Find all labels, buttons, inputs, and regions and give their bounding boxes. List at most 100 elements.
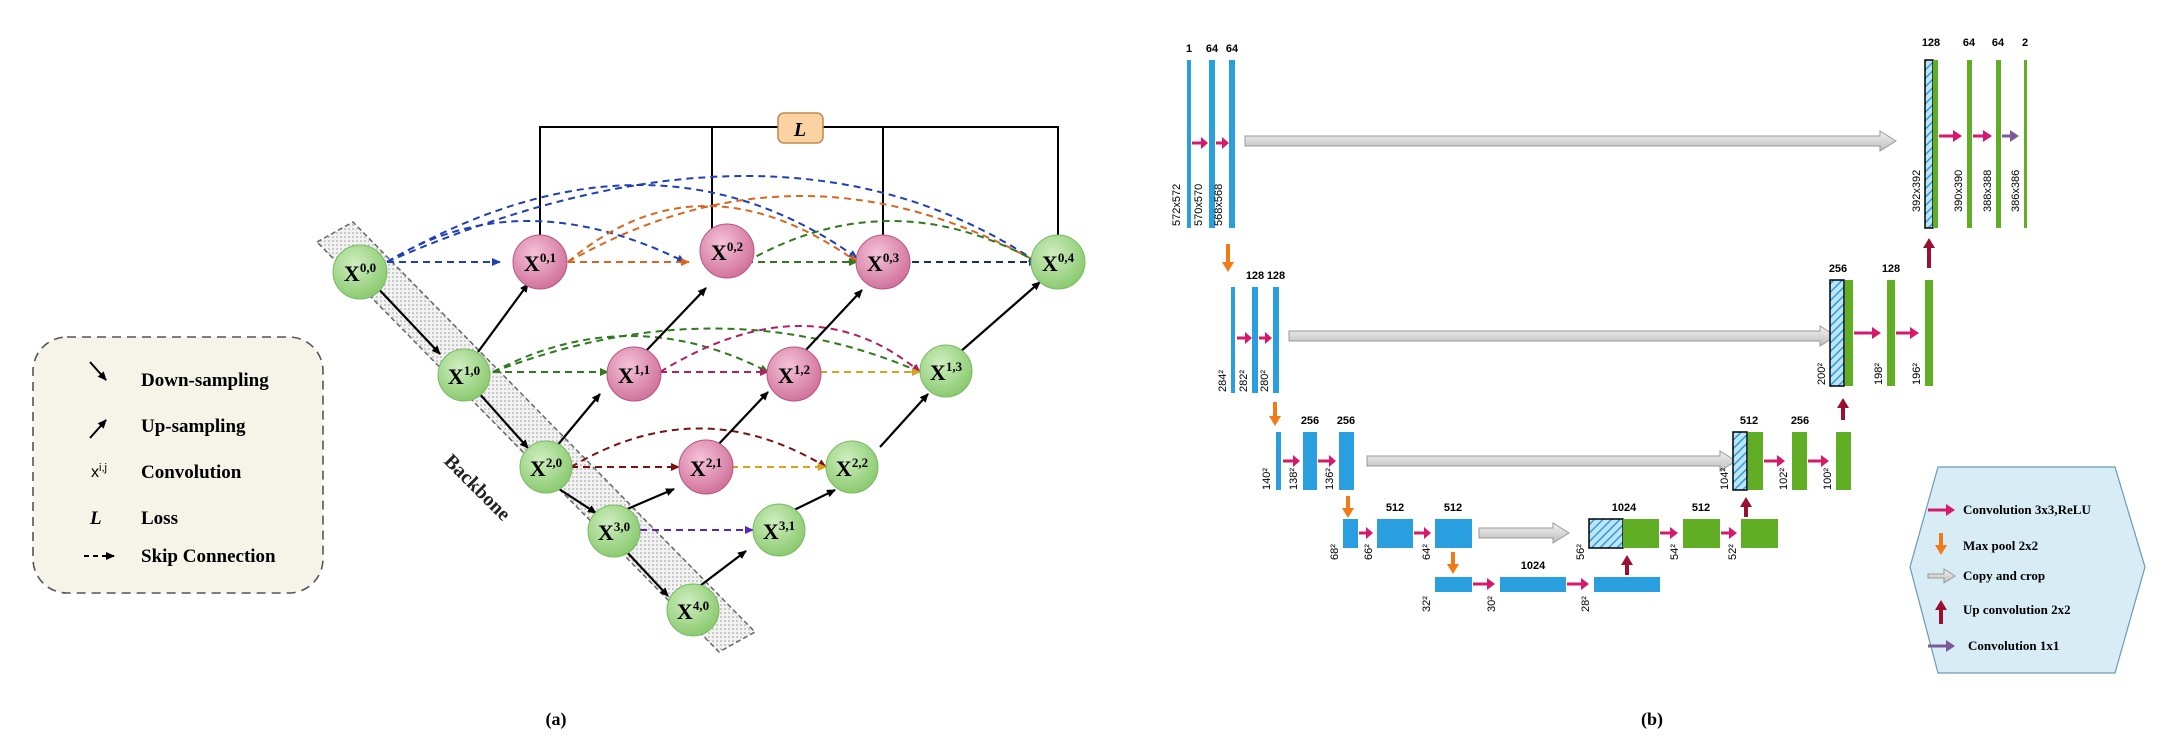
legend-label-skip: Skip Connection xyxy=(141,546,276,567)
svg-text:28²: 28² xyxy=(1580,596,1592,612)
svg-text:X0,1: X0,1 xyxy=(524,250,556,276)
svg-text:570x570: 570x570 xyxy=(1193,184,1205,226)
panel-a: Down-sampling Up-sampling xi,j Convoluti… xyxy=(32,112,1086,730)
svg-text:104²: 104² xyxy=(1719,468,1731,490)
svg-text:X3,0: X3,0 xyxy=(598,519,630,545)
svg-text:X0,2: X0,2 xyxy=(711,239,743,265)
node-x22: X2,2 xyxy=(825,440,879,494)
svg-text:X2,2: X2,2 xyxy=(836,455,868,481)
node-x03: X0,3 xyxy=(855,234,911,290)
svg-text:256: 256 xyxy=(1829,263,1847,275)
svg-text:256: 256 xyxy=(1301,415,1319,427)
svg-text:64²: 64² xyxy=(1421,544,1433,560)
node-x20: X2,0 xyxy=(519,440,573,494)
svg-text:Up convolution 2x2: Up convolution 2x2 xyxy=(1963,602,2071,617)
svg-text:X1,3: X1,3 xyxy=(930,359,963,385)
node-x12: X1,2 xyxy=(766,346,822,402)
backbone-label: Backbone xyxy=(439,450,514,525)
svg-text:56²: 56² xyxy=(1575,544,1587,560)
node-x00: X0,0 xyxy=(332,244,388,300)
node-x30: X3,0 xyxy=(587,504,641,558)
svg-text:X0,3: X0,3 xyxy=(867,250,900,276)
svg-text:X0,0: X0,0 xyxy=(344,260,376,286)
svg-text:136²: 136² xyxy=(1324,468,1336,490)
node-x10: X1,0 xyxy=(437,348,491,402)
svg-text:32²: 32² xyxy=(1421,596,1433,612)
sampling-arrows xyxy=(371,281,1041,597)
svg-text:X4,0: X4,0 xyxy=(677,598,709,624)
up-arrow-icon xyxy=(89,419,107,439)
svg-text:388x388: 388x388 xyxy=(1982,170,1994,212)
svg-text:392x392: 392x392 xyxy=(1911,170,1923,212)
svg-text:64: 64 xyxy=(1963,37,1976,49)
bottleneck: 1024 32² 30² 28² xyxy=(1421,555,1660,612)
svg-text:64: 64 xyxy=(1206,43,1219,55)
svg-text:X1,0: X1,0 xyxy=(448,363,480,389)
copy-crop-arrow-4 xyxy=(1478,522,1570,544)
svg-text:X2,0: X2,0 xyxy=(530,455,562,481)
node-x31: X3,1 xyxy=(752,503,806,557)
svg-text:256: 256 xyxy=(1791,415,1809,427)
node-x01: X0,1 xyxy=(512,234,568,290)
svg-text:512: 512 xyxy=(1692,502,1710,514)
svg-text:386x386: 386x386 xyxy=(2010,170,2022,212)
svg-text:140²: 140² xyxy=(1261,468,1273,490)
legend-label-conv: Convolution xyxy=(141,462,242,483)
dec-level-1: 128 64 64 2 392x392 390x390 388x388 386x… xyxy=(1911,37,2028,229)
svg-text:100²: 100² xyxy=(1822,468,1834,490)
legend-a: Down-sampling Up-sampling xi,j Convoluti… xyxy=(32,336,324,594)
svg-text:138²: 138² xyxy=(1288,468,1300,490)
svg-text:390x390: 390x390 xyxy=(1953,170,1965,212)
legend-label-loss: Loss xyxy=(141,508,178,529)
svg-text:30²: 30² xyxy=(1486,596,1498,612)
node-x21: X2,1 xyxy=(678,439,734,495)
svg-text:X3,1: X3,1 xyxy=(763,518,795,544)
node-x40: X4,0 xyxy=(666,583,720,637)
copy-arrow-icon xyxy=(1927,568,1956,584)
legend-label-down: Down-sampling xyxy=(141,370,269,391)
svg-text:512: 512 xyxy=(1740,415,1758,427)
svg-text:X1,1: X1,1 xyxy=(618,362,650,388)
svg-text:2: 2 xyxy=(2022,37,2028,49)
copy-crop-arrow-2 xyxy=(1288,325,1837,347)
legend-symbol-loss: L xyxy=(89,508,102,529)
skip-connections xyxy=(386,175,1038,534)
svg-text:1024: 1024 xyxy=(1612,502,1637,514)
enc-level-1: 1 64 64 572x572 570x570 568x568 xyxy=(1171,43,1897,272)
svg-text:198²: 198² xyxy=(1873,363,1885,385)
copy-crop-arrow-3 xyxy=(1366,450,1737,472)
node-x02: X0,2 xyxy=(699,223,755,279)
caption-a: (a) xyxy=(546,709,567,730)
copy-crop-arrow-1 xyxy=(1244,130,1897,152)
svg-text:512: 512 xyxy=(1386,502,1404,514)
svg-text:52²: 52² xyxy=(1727,544,1739,560)
svg-text:Max pool 2x2: Max pool 2x2 xyxy=(1963,538,2038,553)
svg-text:1: 1 xyxy=(1186,43,1192,55)
legend-symbol-conv: xi,j xyxy=(91,462,107,481)
legend-b: Convolution 3x3,ReLU Max pool 2x2 Copy a… xyxy=(1909,466,2146,674)
svg-text:200²: 200² xyxy=(1816,363,1828,385)
svg-text:284²: 284² xyxy=(1217,370,1229,392)
legend-label-up: Up-sampling xyxy=(141,416,246,437)
svg-text:128: 128 xyxy=(1922,37,1940,49)
enc-level-3: 256 256 140² 138² 136² xyxy=(1261,415,1737,518)
dec-level-2: 256 128 200² 198² 196² xyxy=(1816,238,1935,387)
svg-text:66²: 66² xyxy=(1363,544,1375,560)
svg-text:280²: 280² xyxy=(1259,370,1271,392)
svg-text:Convolution 1x1: Convolution 1x1 xyxy=(1968,638,2059,653)
dec-level-4: 1024 512 56² 54² 52² xyxy=(1575,497,1778,560)
svg-text:X1,2: X1,2 xyxy=(778,362,810,388)
caption-b: (b) xyxy=(1641,709,1663,730)
loss-box xyxy=(777,112,824,144)
node-x13: X1,3 xyxy=(919,344,973,398)
svg-text:Copy and crop: Copy and crop xyxy=(1963,568,2045,583)
enc-level-4: 512 512 68² 66² 64² xyxy=(1329,502,1570,574)
svg-text:512: 512 xyxy=(1444,502,1462,514)
loss-label: L xyxy=(793,119,806,141)
svg-text:568x568: 568x568 xyxy=(1213,184,1225,226)
svg-text:X2,1: X2,1 xyxy=(690,455,722,481)
svg-text:196²: 196² xyxy=(1911,363,1923,385)
svg-text:572x572: 572x572 xyxy=(1171,184,1183,226)
enc-level-2: 128 128 284² 282² 280² xyxy=(1217,270,1837,426)
